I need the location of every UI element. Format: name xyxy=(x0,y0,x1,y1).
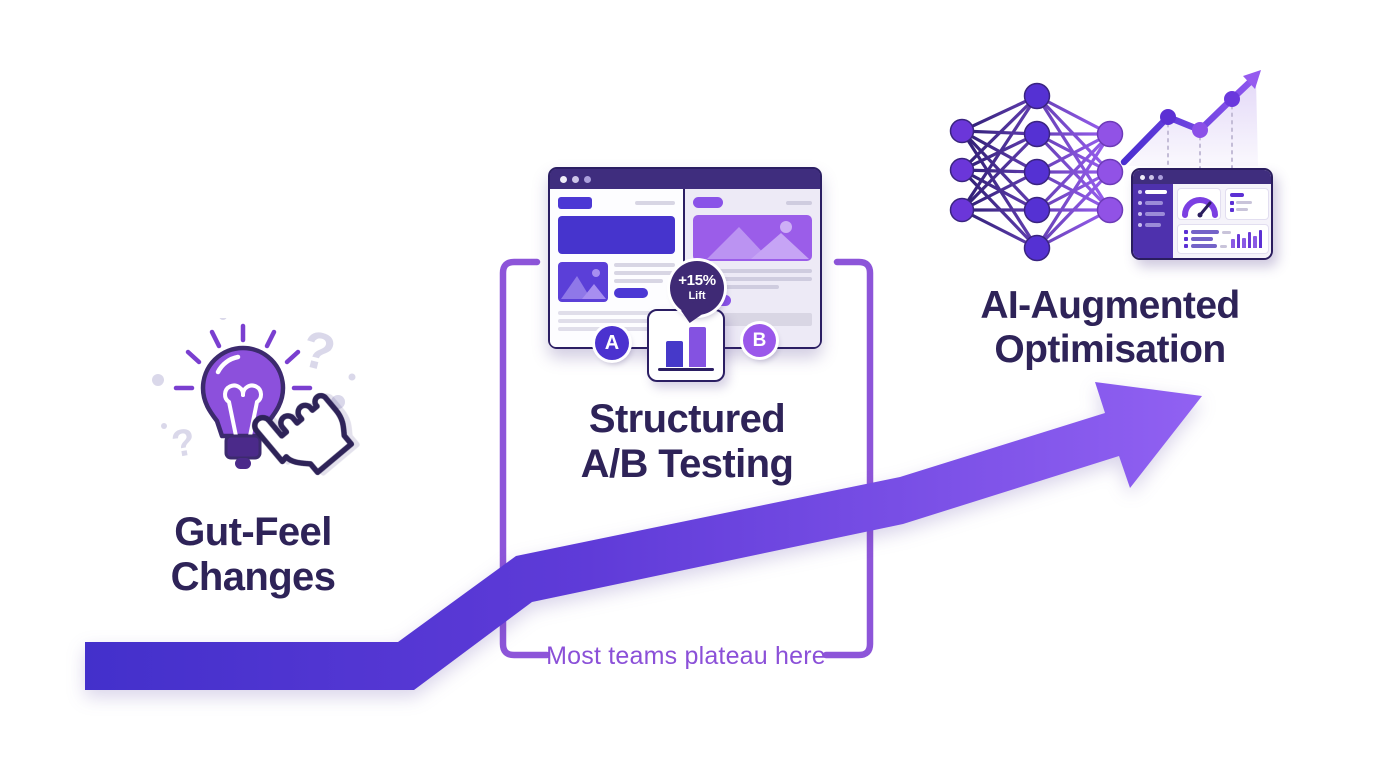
stage2-title-line2: A/B Testing xyxy=(580,442,794,487)
hand-cursor-icon xyxy=(252,392,355,476)
trend-chart-icon xyxy=(1120,70,1261,169)
skeleton-line xyxy=(558,319,675,323)
question-mark-small: ? xyxy=(169,421,199,466)
mini-bar-chart-icon xyxy=(1231,230,1262,249)
variant-a-badge: A xyxy=(595,326,629,360)
hero-block-a xyxy=(558,216,675,254)
logo-pill-b xyxy=(693,197,723,208)
image-placeholder-icon xyxy=(558,262,608,302)
stage3-title: AI-Augmented Optimisation xyxy=(935,284,1285,372)
network-edges xyxy=(960,94,1112,250)
stage1-title: Gut-Feel Changes xyxy=(63,510,443,600)
chart-baseline xyxy=(658,367,714,371)
trend-dashed-droplines xyxy=(1167,105,1233,169)
lift-badge: +15% Lift xyxy=(670,261,724,323)
gauge-icon xyxy=(1182,196,1219,218)
sidebar-item xyxy=(1138,201,1168,205)
skeleton-line xyxy=(614,271,675,275)
report-list xyxy=(1184,230,1231,249)
logo-block xyxy=(558,197,592,209)
plateau-note: Most teams plateau here xyxy=(546,642,826,670)
browser-titlebar xyxy=(550,169,820,189)
question-mark-large: ? xyxy=(296,320,341,384)
stage1-title-line2: Changes xyxy=(170,555,336,600)
bulb-tip xyxy=(235,458,251,469)
window-control-icon xyxy=(584,175,591,183)
stage3-title-line1: AI-Augmented xyxy=(980,284,1240,327)
skeleton-line xyxy=(786,200,812,205)
hidden-layer-nodes xyxy=(1023,82,1051,262)
skeleton-line xyxy=(635,201,675,205)
image-placeholder-icon xyxy=(693,215,812,261)
skeleton-line xyxy=(693,269,812,273)
skeleton-line xyxy=(614,263,675,267)
cta-button-a xyxy=(614,288,648,298)
window-control-icon xyxy=(560,175,567,183)
stat-widget xyxy=(1225,188,1269,221)
stage2-title-line1: Structured xyxy=(588,397,786,441)
neural-network-icon xyxy=(949,82,1124,262)
skeleton-line xyxy=(693,277,812,281)
bar-chart-card xyxy=(647,309,725,382)
bar-variant-b xyxy=(689,327,706,367)
window-control-icon xyxy=(1149,174,1154,180)
sidebar-item xyxy=(1138,190,1168,194)
trend-area-fill xyxy=(1128,80,1258,166)
lift-label: Lift xyxy=(688,290,706,302)
growth-arrow xyxy=(85,382,1202,690)
variant-b-badge: B xyxy=(743,324,776,357)
dashboard-sidebar xyxy=(1133,184,1173,258)
stage3-title-line2: Optimisation xyxy=(994,328,1226,372)
bar-variant-a xyxy=(666,341,683,367)
output-layer-nodes xyxy=(1096,120,1124,224)
skeleton-line xyxy=(693,285,779,289)
sidebar-item xyxy=(1138,223,1168,227)
gauge-widget xyxy=(1177,188,1222,221)
skeleton-line xyxy=(614,279,663,283)
stage1-title-line1: Gut-Feel xyxy=(174,510,332,554)
input-layer-nodes xyxy=(949,118,975,223)
sidebar-item xyxy=(1138,212,1168,216)
dashboard-window xyxy=(1131,168,1273,260)
bulb-filament xyxy=(223,383,263,438)
trend-arrowhead-icon xyxy=(1243,70,1261,89)
window-control-icon xyxy=(1158,174,1163,180)
plateau-bracket xyxy=(499,258,874,659)
stage2-title: Structured A/B Testing xyxy=(500,397,874,487)
bulb-rays xyxy=(173,323,313,391)
report-widget xyxy=(1177,224,1269,254)
lightbulb-icon: ? ? xyxy=(152,318,356,469)
window-control-icon xyxy=(572,175,579,183)
trend-points xyxy=(1160,91,1240,138)
lift-value: +15% xyxy=(678,272,716,289)
bar-chart-icon xyxy=(649,327,723,367)
window-control-icon xyxy=(1140,174,1145,180)
bulb-highlight xyxy=(215,354,241,375)
dashboard-titlebar xyxy=(1133,170,1271,184)
skeleton-line xyxy=(558,311,675,315)
